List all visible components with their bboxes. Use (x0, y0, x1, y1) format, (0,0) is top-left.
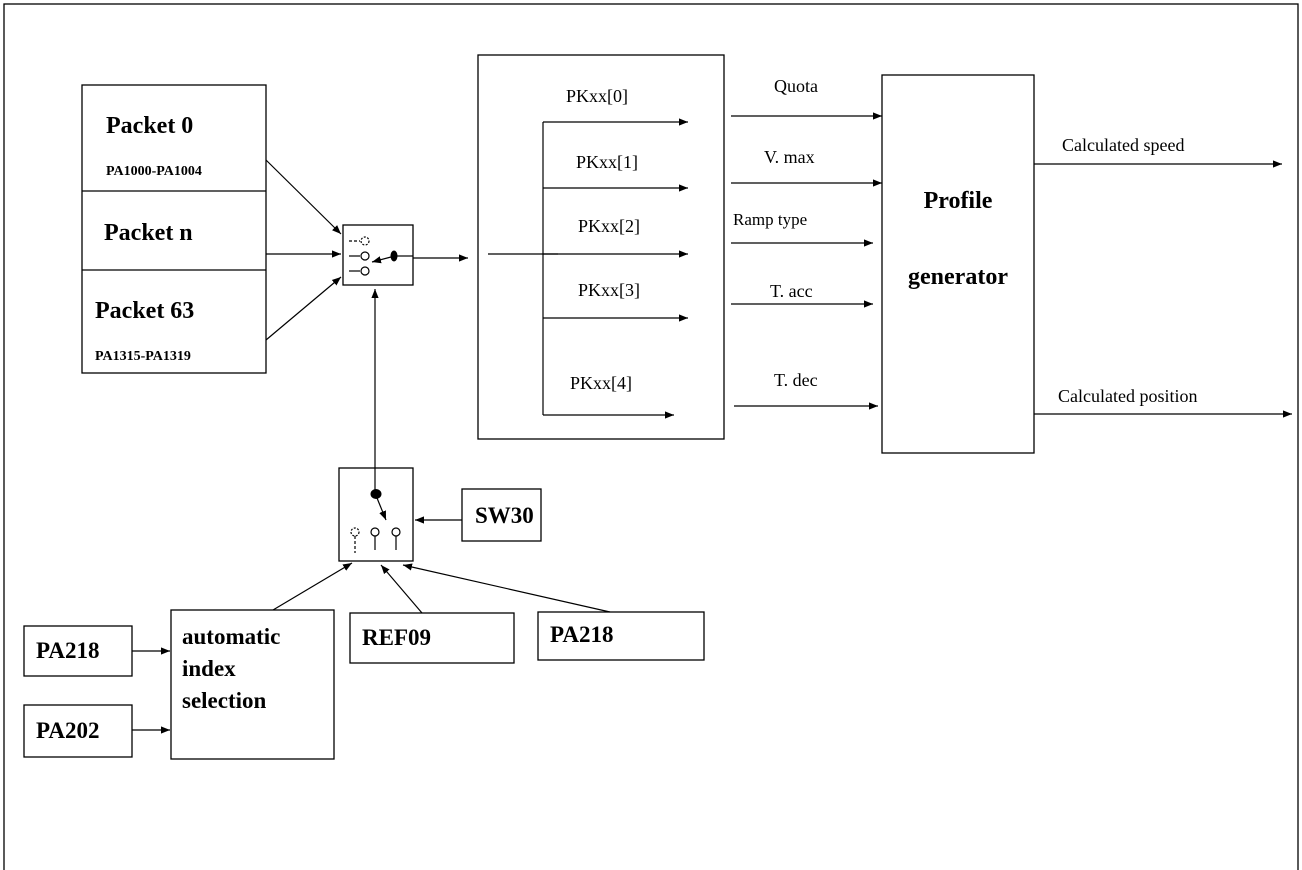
profile-generator: Profile generator (881, 74, 1035, 454)
sw30-box (461, 488, 542, 542)
calculated-position-label: Calculated position (1058, 386, 1197, 406)
ref09-box (349, 612, 515, 664)
ref09-arrow (380, 564, 423, 614)
quota-label: Quota (774, 76, 818, 96)
pa218-right-label: PA218 (550, 622, 613, 647)
pa218-right-box (537, 611, 705, 661)
pk0-label: PKxx[0] (566, 86, 628, 106)
automatic-index-selection: automatic index selection (170, 609, 335, 760)
packet-63-params: PA1315-PA1319 (95, 349, 191, 364)
packet-0-params: PA1000-PA1004 (106, 164, 202, 179)
pa202-box (23, 704, 133, 758)
automatic-index-line1: automatic (182, 624, 280, 649)
packet-63-arrow (265, 276, 342, 341)
pk2-label: PKxx[2] (578, 216, 640, 236)
pk3-label: PKxx[3] (578, 280, 640, 300)
ramp-type-label: Ramp type (733, 210, 807, 229)
profile-generator-line1: Profile (924, 188, 993, 214)
source-selector-switch (338, 467, 414, 562)
auto-index-arrow (272, 562, 353, 611)
ref09-label: REF09 (362, 625, 431, 650)
pa218-left-label: PA218 (36, 638, 99, 663)
pa202-label: PA202 (36, 718, 99, 743)
packet-switch-box (342, 224, 414, 286)
packet-stack-box (81, 84, 267, 374)
packet-0-title: Packet 0 (106, 113, 193, 139)
calculated-speed-label: Calculated speed (1062, 135, 1184, 155)
packet-stack: Packet 0 PA1000-PA1004 Packet n Packet 6… (81, 84, 267, 374)
profile-generator-box (881, 74, 1035, 454)
tacc-label: T. acc (770, 281, 813, 301)
sw30-label: SW30 (475, 503, 534, 528)
pk4-label: PKxx[4] (570, 373, 632, 393)
profile-generator-line2: generator (908, 264, 1008, 290)
packet-n-title: Packet n (104, 220, 193, 246)
packet-63-title: Packet 63 (95, 298, 194, 324)
automatic-index-line2: index (182, 656, 236, 681)
pk1-label: PKxx[1] (576, 152, 638, 172)
vmax-label: V. max (764, 147, 815, 167)
outer-frame (3, 3, 1299, 870)
parameter-box: PKxx[0] PKxx[1] PKxx[2] PKxx[3] PKxx[4] (477, 54, 725, 440)
tdec-label: T. dec (774, 370, 818, 390)
parameter-box-frame (477, 54, 725, 440)
pa218-right-arrow (402, 563, 611, 613)
automatic-index-box (170, 609, 335, 760)
packet-0-arrow (265, 159, 342, 235)
automatic-index-line3: selection (182, 688, 267, 713)
source-switch-box (338, 467, 414, 562)
packet-selector-switch (342, 224, 414, 286)
